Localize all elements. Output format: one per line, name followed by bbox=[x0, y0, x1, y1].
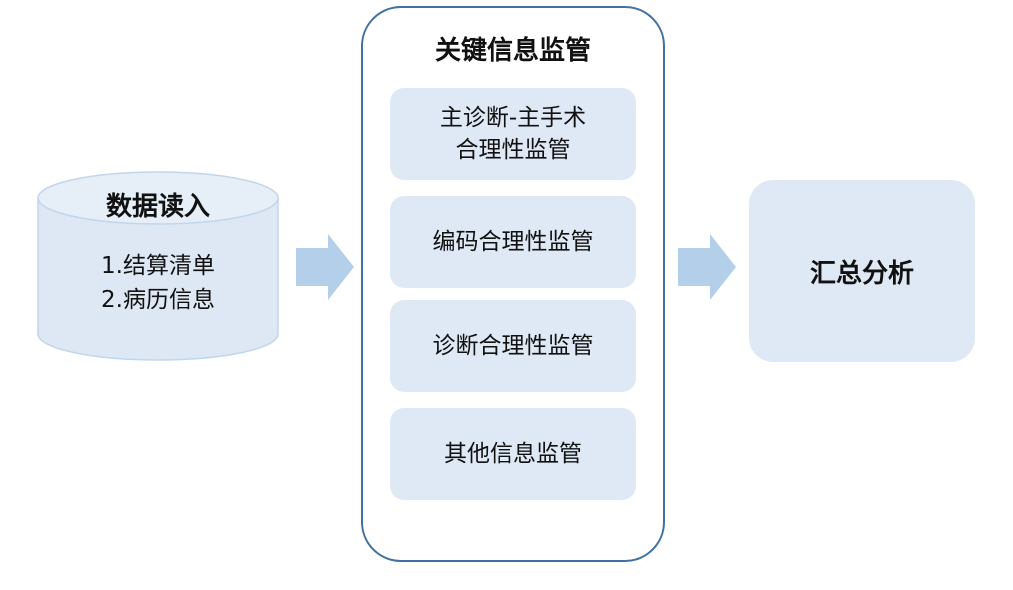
cylinder-top bbox=[37, 171, 279, 225]
supervision-item: 诊断合理性监管 bbox=[390, 300, 636, 392]
data-input-item: 2.病历信息 bbox=[101, 287, 215, 313]
summary-analysis-box: 汇总分析 bbox=[749, 180, 975, 362]
supervision-item-label: 合理性监管 bbox=[455, 137, 571, 163]
supervision-item-label: 其他信息监管 bbox=[444, 441, 582, 467]
supervision-item-label: 编码合理性监管 bbox=[432, 229, 594, 255]
right-arrow-icon bbox=[678, 234, 736, 300]
right-arrow-icon bbox=[296, 234, 354, 300]
key-supervision-title: 关键信息监管 bbox=[434, 36, 591, 66]
supervision-item: 编码合理性监管 bbox=[390, 196, 636, 288]
cylinder-body bbox=[37, 197, 279, 361]
supervision-item: 主诊断-主手术 合理性监管 bbox=[390, 88, 636, 180]
supervision-item-label: 诊断合理性监管 bbox=[432, 333, 594, 359]
data-input-cylinder bbox=[37, 171, 279, 361]
summary-analysis-title: 汇总分析 bbox=[809, 258, 914, 289]
data-input-title: 数据读入 bbox=[105, 192, 210, 222]
supervision-item: 其他信息监管 bbox=[390, 408, 636, 500]
supervision-item-label: 主诊断-主手术 bbox=[439, 105, 587, 131]
data-input-item: 1.结算清单 bbox=[101, 253, 215, 279]
